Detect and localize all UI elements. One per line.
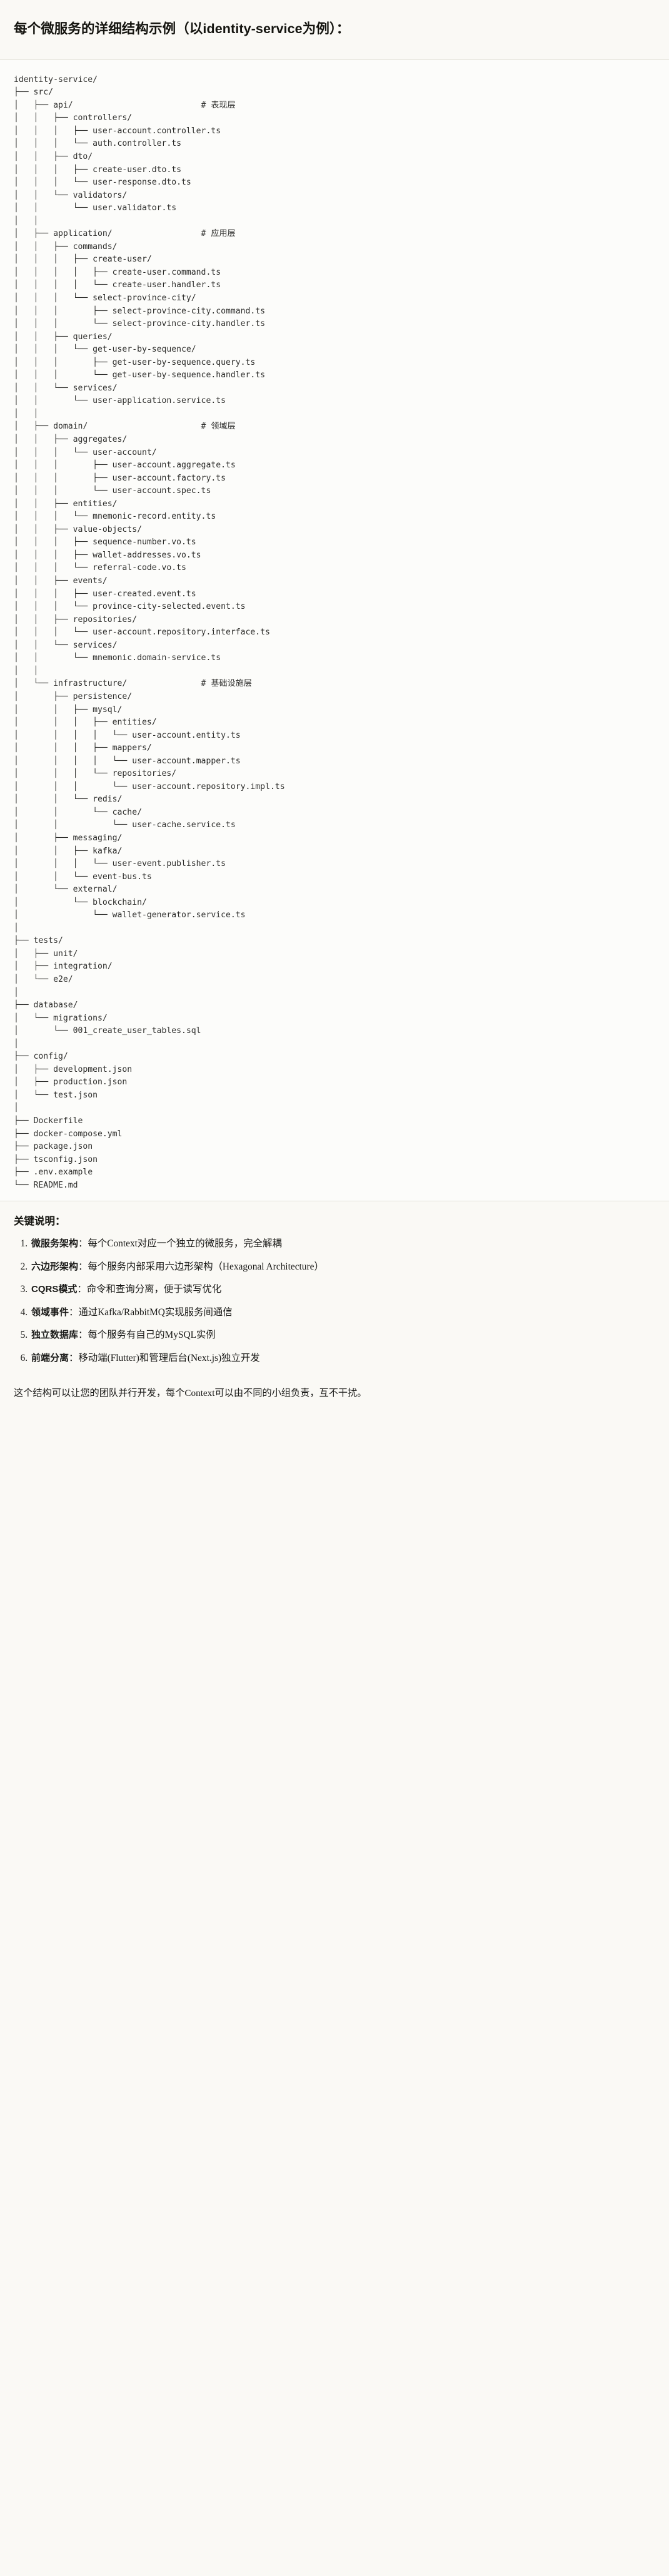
list-item: 前端分离：移动端(Flutter)和管理后台(Next.js)独立开发 <box>30 1351 655 1366</box>
key-point-term: 领域事件 <box>31 1306 69 1318</box>
key-points-list: 微服务架构：每个Context对应一个独立的微服务，完全解耦 六边形架构：每个服… <box>14 1236 655 1365</box>
closing-paragraph: 这个结构可以让您的团队并行开发，每个Context可以由不同的小组负责，互不干扰… <box>14 1388 367 1399</box>
key-point-desc: ：每个服务内部采用六边形架构（Hexagonal Architecture） <box>78 1261 324 1272</box>
directory-tree-block: identity-service/ ├── src/ │ ├── api/ # … <box>0 59 669 1201</box>
list-item: 领域事件：通过Kafka/RabbitMQ实现服务间通信 <box>30 1305 655 1320</box>
key-point-term: 前端分离 <box>31 1352 69 1363</box>
key-point-term: CQRS模式 <box>31 1284 78 1295</box>
directory-tree: identity-service/ ├── src/ │ ├── api/ # … <box>14 74 285 1190</box>
key-point-desc: ：通过Kafka/RabbitMQ实现服务间通信 <box>69 1306 233 1318</box>
list-item: CQRS模式：命令和查询分离，便于读写优化 <box>30 1282 655 1297</box>
key-points-title: 关键说明： <box>14 1216 66 1228</box>
page-title: 每个微服务的详细结构示例（以identity-service为例）： <box>14 21 350 36</box>
list-item: 独立数据库：每个服务有自己的MySQL实例 <box>30 1328 655 1343</box>
key-points-section: 关键说明： 微服务架构：每个Context对应一个独立的微服务，完全解耦 六边形… <box>0 1213 669 1380</box>
key-point-term: 微服务架构 <box>31 1238 79 1250</box>
key-point-term: 六边形架构 <box>31 1261 79 1272</box>
list-item: 六边形架构：每个服务内部采用六边形架构（Hexagonal Architectu… <box>30 1260 655 1275</box>
key-point-term: 独立数据库 <box>31 1330 79 1341</box>
key-point-desc: ：每个Context对应一个独立的微服务，完全解耦 <box>78 1238 282 1250</box>
title-divider <box>0 59 669 60</box>
key-point-desc: ：移动端(Flutter)和管理后台(Next.js)独立开发 <box>69 1352 260 1363</box>
key-point-desc: ：每个服务有自己的MySQL实例 <box>78 1330 216 1341</box>
page-root: 每个微服务的详细结构示例（以identity-service为例）： ident… <box>0 11 669 1415</box>
key-point-desc: ：命令和查询分离，便于读写优化 <box>77 1284 222 1295</box>
list-item: 微服务架构：每个Context对应一个独立的微服务，完全解耦 <box>30 1236 655 1251</box>
